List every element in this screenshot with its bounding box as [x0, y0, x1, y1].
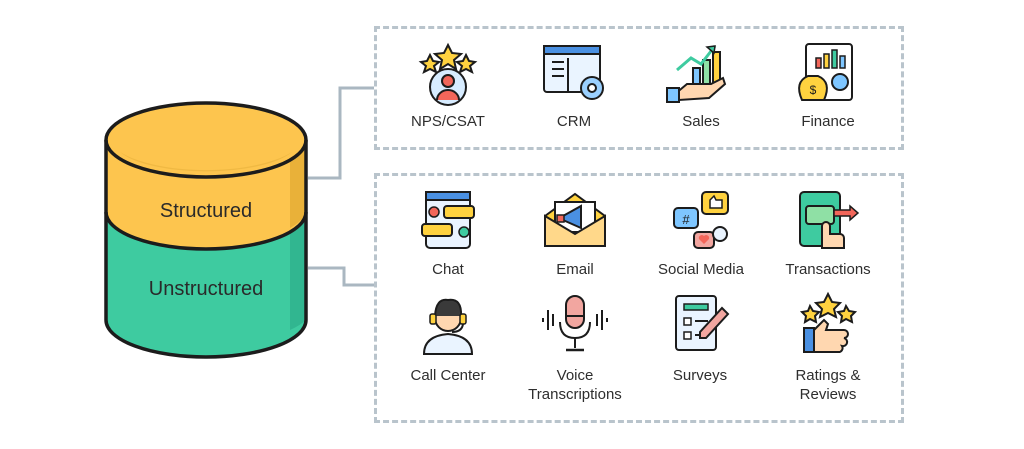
sales-growth-hand-icon [666, 45, 727, 103]
social-media-icon: # [673, 191, 729, 249]
source-label-surveys: Surveys [672, 367, 728, 384]
source-label-sales: Sales [682, 113, 720, 130]
unstructured-label: Unstructured [148, 278, 264, 300]
star-rating-person-icon [418, 42, 478, 106]
email-megaphone-icon [544, 192, 606, 247]
source-label-finance: Finance [801, 113, 855, 130]
source-label-transactions: Transactions [785, 261, 871, 278]
connector-structured [308, 86, 374, 180]
finance-report-money-bag-icon: $ [798, 43, 853, 101]
source-label-social-media: Social Media [658, 261, 744, 278]
unstructured-sources-box [374, 173, 904, 423]
thumbs-up-stars-icon [799, 291, 858, 354]
transactions-card-icon [799, 191, 860, 249]
svg-text:#: # [682, 212, 690, 227]
crm-window-gear-icon [543, 45, 604, 100]
voice-transcriptions-line-2: Transcriptions [528, 386, 622, 403]
structured-label: Structured [159, 200, 253, 222]
ratings-reviews-line-2: Reviews [799, 386, 857, 403]
microphone-icon [542, 295, 608, 352]
source-label-nps-csat: NPS/CSAT [411, 113, 485, 130]
voice-transcriptions-line-1: Voice [556, 367, 594, 384]
call-center-agent-icon [422, 298, 474, 355]
source-label-email: Email [556, 261, 594, 278]
chat-bubbles-icon [421, 191, 475, 249]
source-label-voice-transcriptions: Voice Transcriptions [515, 366, 635, 404]
source-label-chat: Chat [432, 261, 464, 278]
connector-unstructured [308, 266, 374, 287]
database-cylinder-icon [104, 101, 308, 359]
source-label-ratings-reviews: Ratings & Reviews [772, 366, 884, 404]
source-label-crm: CRM [556, 113, 592, 130]
structured-sources-box [374, 26, 904, 150]
ratings-reviews-line-1: Ratings & [795, 367, 861, 384]
survey-clipboard-icon [675, 295, 730, 351]
source-label-call-center: Call Center [410, 367, 486, 384]
svg-text:$: $ [810, 83, 817, 97]
